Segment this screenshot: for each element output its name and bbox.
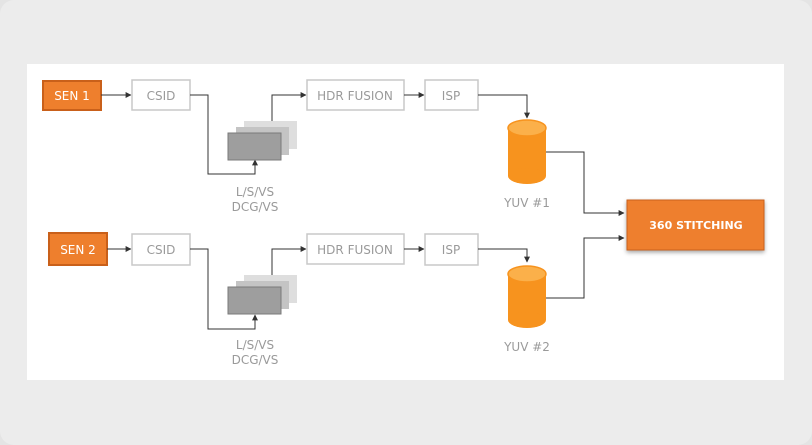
stitching-box <box>626 199 765 251</box>
arrow-yuv1-stitching <box>546 151 625 216</box>
frames-2-label-line1: L/S/VS <box>236 338 274 352</box>
arrow-yuv2-stitching <box>546 235 625 299</box>
arrow-isp1-yuv <box>478 94 530 119</box>
arrow-frames1-hdr <box>271 92 307 121</box>
yuv-1-cylinder <box>507 119 547 184</box>
yuv-1-label: YUV #1 <box>503 196 550 210</box>
csid-1-box <box>131 79 191 111</box>
hdr-fusion-2-label: HDR FUSION <box>317 243 393 257</box>
arrow-isp2-yuv <box>478 248 530 263</box>
sensor-1-box <box>42 80 102 111</box>
cylinder-top <box>507 265 547 283</box>
hdr-fusion-2-box <box>306 233 405 265</box>
frames-1-label-line2: DCG/VS <box>232 200 279 214</box>
csid-2-label: CSID <box>147 243 176 257</box>
frame-stack-1 <box>227 121 297 161</box>
arrow-csid1-frames <box>190 94 258 175</box>
csid-1-label: CSID <box>147 89 176 103</box>
pipeline-2: SEN 2 CSID HDR FUSION ISP L/S/VS DCG/VS … <box>48 232 625 367</box>
arrow-frames2-hdr <box>271 246 307 275</box>
frame-front <box>227 132 282 161</box>
frame-stack-2 <box>227 275 297 315</box>
frames-2-label-line2: DCG/VS <box>232 353 279 367</box>
isp-2-box <box>424 233 479 266</box>
pipeline-1: SEN 1 CSID HDR FUSION ISP L/S/VS DCG/VS … <box>42 79 625 216</box>
frames-1-label-line1: L/S/VS <box>236 185 274 199</box>
arrow-csid2-frames <box>190 248 258 330</box>
sensor-1-label: SEN 1 <box>54 89 90 103</box>
sensor-2-label: SEN 2 <box>60 243 96 257</box>
cylinder-bottom <box>508 168 546 184</box>
yuv-2-label: YUV #2 <box>503 340 550 354</box>
isp-1-box <box>424 79 479 111</box>
csid-2-box <box>131 233 191 266</box>
hdr-fusion-1-label: HDR FUSION <box>317 89 393 103</box>
isp-2-label: ISP <box>442 243 460 257</box>
isp-1-label: ISP <box>442 89 460 103</box>
cylinder-bottom <box>508 312 546 328</box>
stitching-block: 360 STITCHING <box>626 199 765 251</box>
stitching-label: 360 STITCHING <box>649 219 742 232</box>
frame-front <box>227 286 282 315</box>
cylinder-top <box>507 119 547 137</box>
yuv-2-cylinder <box>507 265 547 328</box>
